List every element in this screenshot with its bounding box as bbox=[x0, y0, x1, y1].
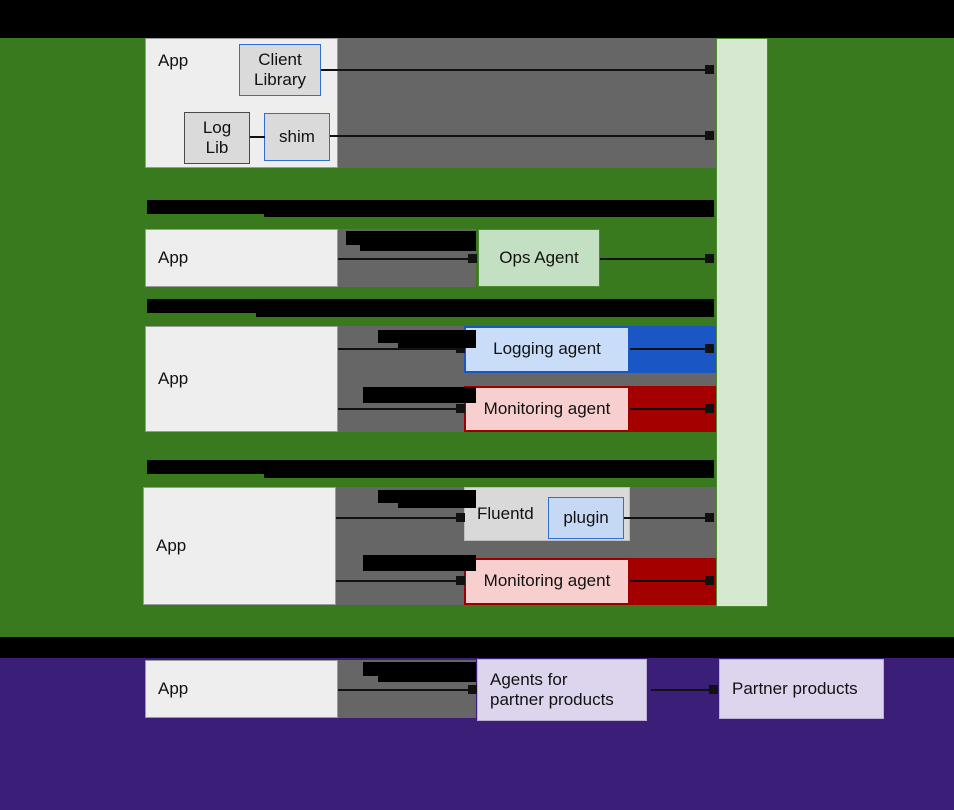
agents-partner-label-line1: Agents for bbox=[490, 669, 568, 689]
redaction-row2-inner bbox=[346, 231, 476, 245]
row4-app-box[interactable]: App bbox=[143, 487, 336, 605]
ops-agent-to-destination-arrow bbox=[600, 258, 711, 260]
row3-monitoring-agent-box[interactable]: Monitoring agent bbox=[464, 386, 630, 432]
shim-arrow-endpoint bbox=[705, 131, 714, 140]
log-lib-label-line1: Log bbox=[202, 117, 232, 137]
row1-app-label: App bbox=[158, 51, 189, 70]
client-library-label-line2: Library bbox=[254, 70, 306, 89]
redaction-section-3-title-tail bbox=[256, 305, 714, 317]
row2-app-to-ops-agent-arrow bbox=[338, 258, 472, 260]
redaction-row4-lower bbox=[363, 555, 476, 571]
row4-monitoring-to-destination-arrow bbox=[630, 580, 711, 582]
row4-app-to-fluentd-arrow bbox=[336, 517, 463, 519]
shim-arrow bbox=[330, 135, 711, 137]
row5-app-to-agents-arrow bbox=[338, 689, 472, 691]
ops-agent-to-destination-endpoint bbox=[705, 254, 714, 263]
shim-label: shim bbox=[279, 126, 315, 146]
row2-app-to-ops-agent-endpoint bbox=[468, 254, 477, 263]
partner-products-box[interactable]: Partner products bbox=[719, 659, 884, 719]
row3-app-to-monitoring-endpoint bbox=[456, 404, 465, 413]
row2-app-label: App bbox=[158, 247, 189, 267]
row2-app-box[interactable]: App bbox=[145, 229, 338, 287]
row3-monitoring-agent-label: Monitoring agent bbox=[483, 398, 611, 418]
logging-to-destination-endpoint bbox=[705, 344, 714, 353]
agents-to-partner-products-arrow bbox=[651, 689, 715, 691]
row4-app-label: App bbox=[156, 535, 187, 555]
loglib-shim-connector bbox=[250, 136, 265, 138]
redaction-row3-upper-tail bbox=[398, 340, 476, 348]
client-library-label-line1: Client bbox=[258, 49, 302, 69]
redaction-row4-upper-tail bbox=[398, 500, 476, 508]
row1-grey-zone bbox=[337, 38, 716, 168]
agents-partner-label-line2: partner products bbox=[490, 690, 614, 709]
redaction-row3-lower bbox=[363, 387, 476, 403]
logging-agent-box[interactable]: Logging agent bbox=[464, 326, 630, 373]
agents-for-partner-products-box[interactable]: Agents for partner products bbox=[477, 659, 647, 721]
redaction-row4-upper bbox=[378, 490, 476, 503]
plugin-to-destination-arrow bbox=[624, 517, 711, 519]
row4-app-to-monitoring-endpoint bbox=[456, 576, 465, 585]
row3-app-to-logging-arrow bbox=[338, 348, 463, 350]
logging-to-destination-arrow bbox=[630, 348, 711, 350]
shim-box[interactable]: shim bbox=[264, 113, 330, 161]
row5-app-box[interactable]: App bbox=[145, 660, 338, 718]
row3-monitoring-to-destination-endpoint bbox=[705, 404, 714, 413]
row3-app-to-logging-endpoint bbox=[456, 344, 465, 353]
row3-app-box[interactable]: App bbox=[145, 326, 338, 432]
redaction-row5-inner-tail bbox=[378, 673, 476, 682]
redaction-section-4-title-tail bbox=[264, 466, 714, 478]
redaction-section-2-title-tail bbox=[264, 206, 714, 217]
top-black-band bbox=[0, 0, 954, 38]
plugin-box[interactable]: plugin bbox=[548, 497, 624, 539]
redaction-section-5-title bbox=[0, 637, 954, 658]
ops-agent-box[interactable]: Ops Agent bbox=[478, 229, 600, 287]
row4-app-to-fluentd-endpoint bbox=[456, 513, 465, 522]
client-library-box[interactable]: Client Library bbox=[239, 44, 321, 96]
log-lib-box[interactable]: Log Lib bbox=[184, 112, 250, 164]
row4-app-to-monitoring-arrow bbox=[336, 580, 463, 582]
destination-panel bbox=[716, 38, 768, 607]
row3-app-label: App bbox=[158, 368, 189, 388]
row5-app-label: App bbox=[158, 678, 189, 698]
ops-agent-label: Ops Agent bbox=[499, 247, 579, 267]
agents-to-partner-products-endpoint bbox=[709, 685, 718, 694]
redaction-row5-inner bbox=[363, 662, 476, 676]
row3-monitoring-to-destination-arrow bbox=[630, 408, 711, 410]
log-lib-label-line2: Lib bbox=[205, 138, 229, 157]
client-library-arrow-endpoint bbox=[705, 65, 714, 74]
partner-products-label: Partner products bbox=[732, 678, 858, 698]
row3-app-to-monitoring-arrow bbox=[338, 408, 463, 410]
row4-monitoring-to-destination-endpoint bbox=[705, 576, 714, 585]
row4-monitoring-agent-box[interactable]: Monitoring agent bbox=[464, 558, 630, 605]
row5-app-to-agents-endpoint bbox=[468, 685, 477, 694]
row4-monitoring-agent-label: Monitoring agent bbox=[483, 571, 611, 591]
client-library-arrow bbox=[321, 69, 711, 71]
redaction-row2-inner-tail bbox=[360, 242, 476, 251]
plugin-to-destination-endpoint bbox=[705, 513, 714, 522]
redaction-row3-upper bbox=[378, 330, 476, 343]
fluentd-label: Fluentd bbox=[477, 503, 534, 523]
logging-agent-label: Logging agent bbox=[493, 339, 601, 359]
plugin-label: plugin bbox=[563, 507, 609, 527]
